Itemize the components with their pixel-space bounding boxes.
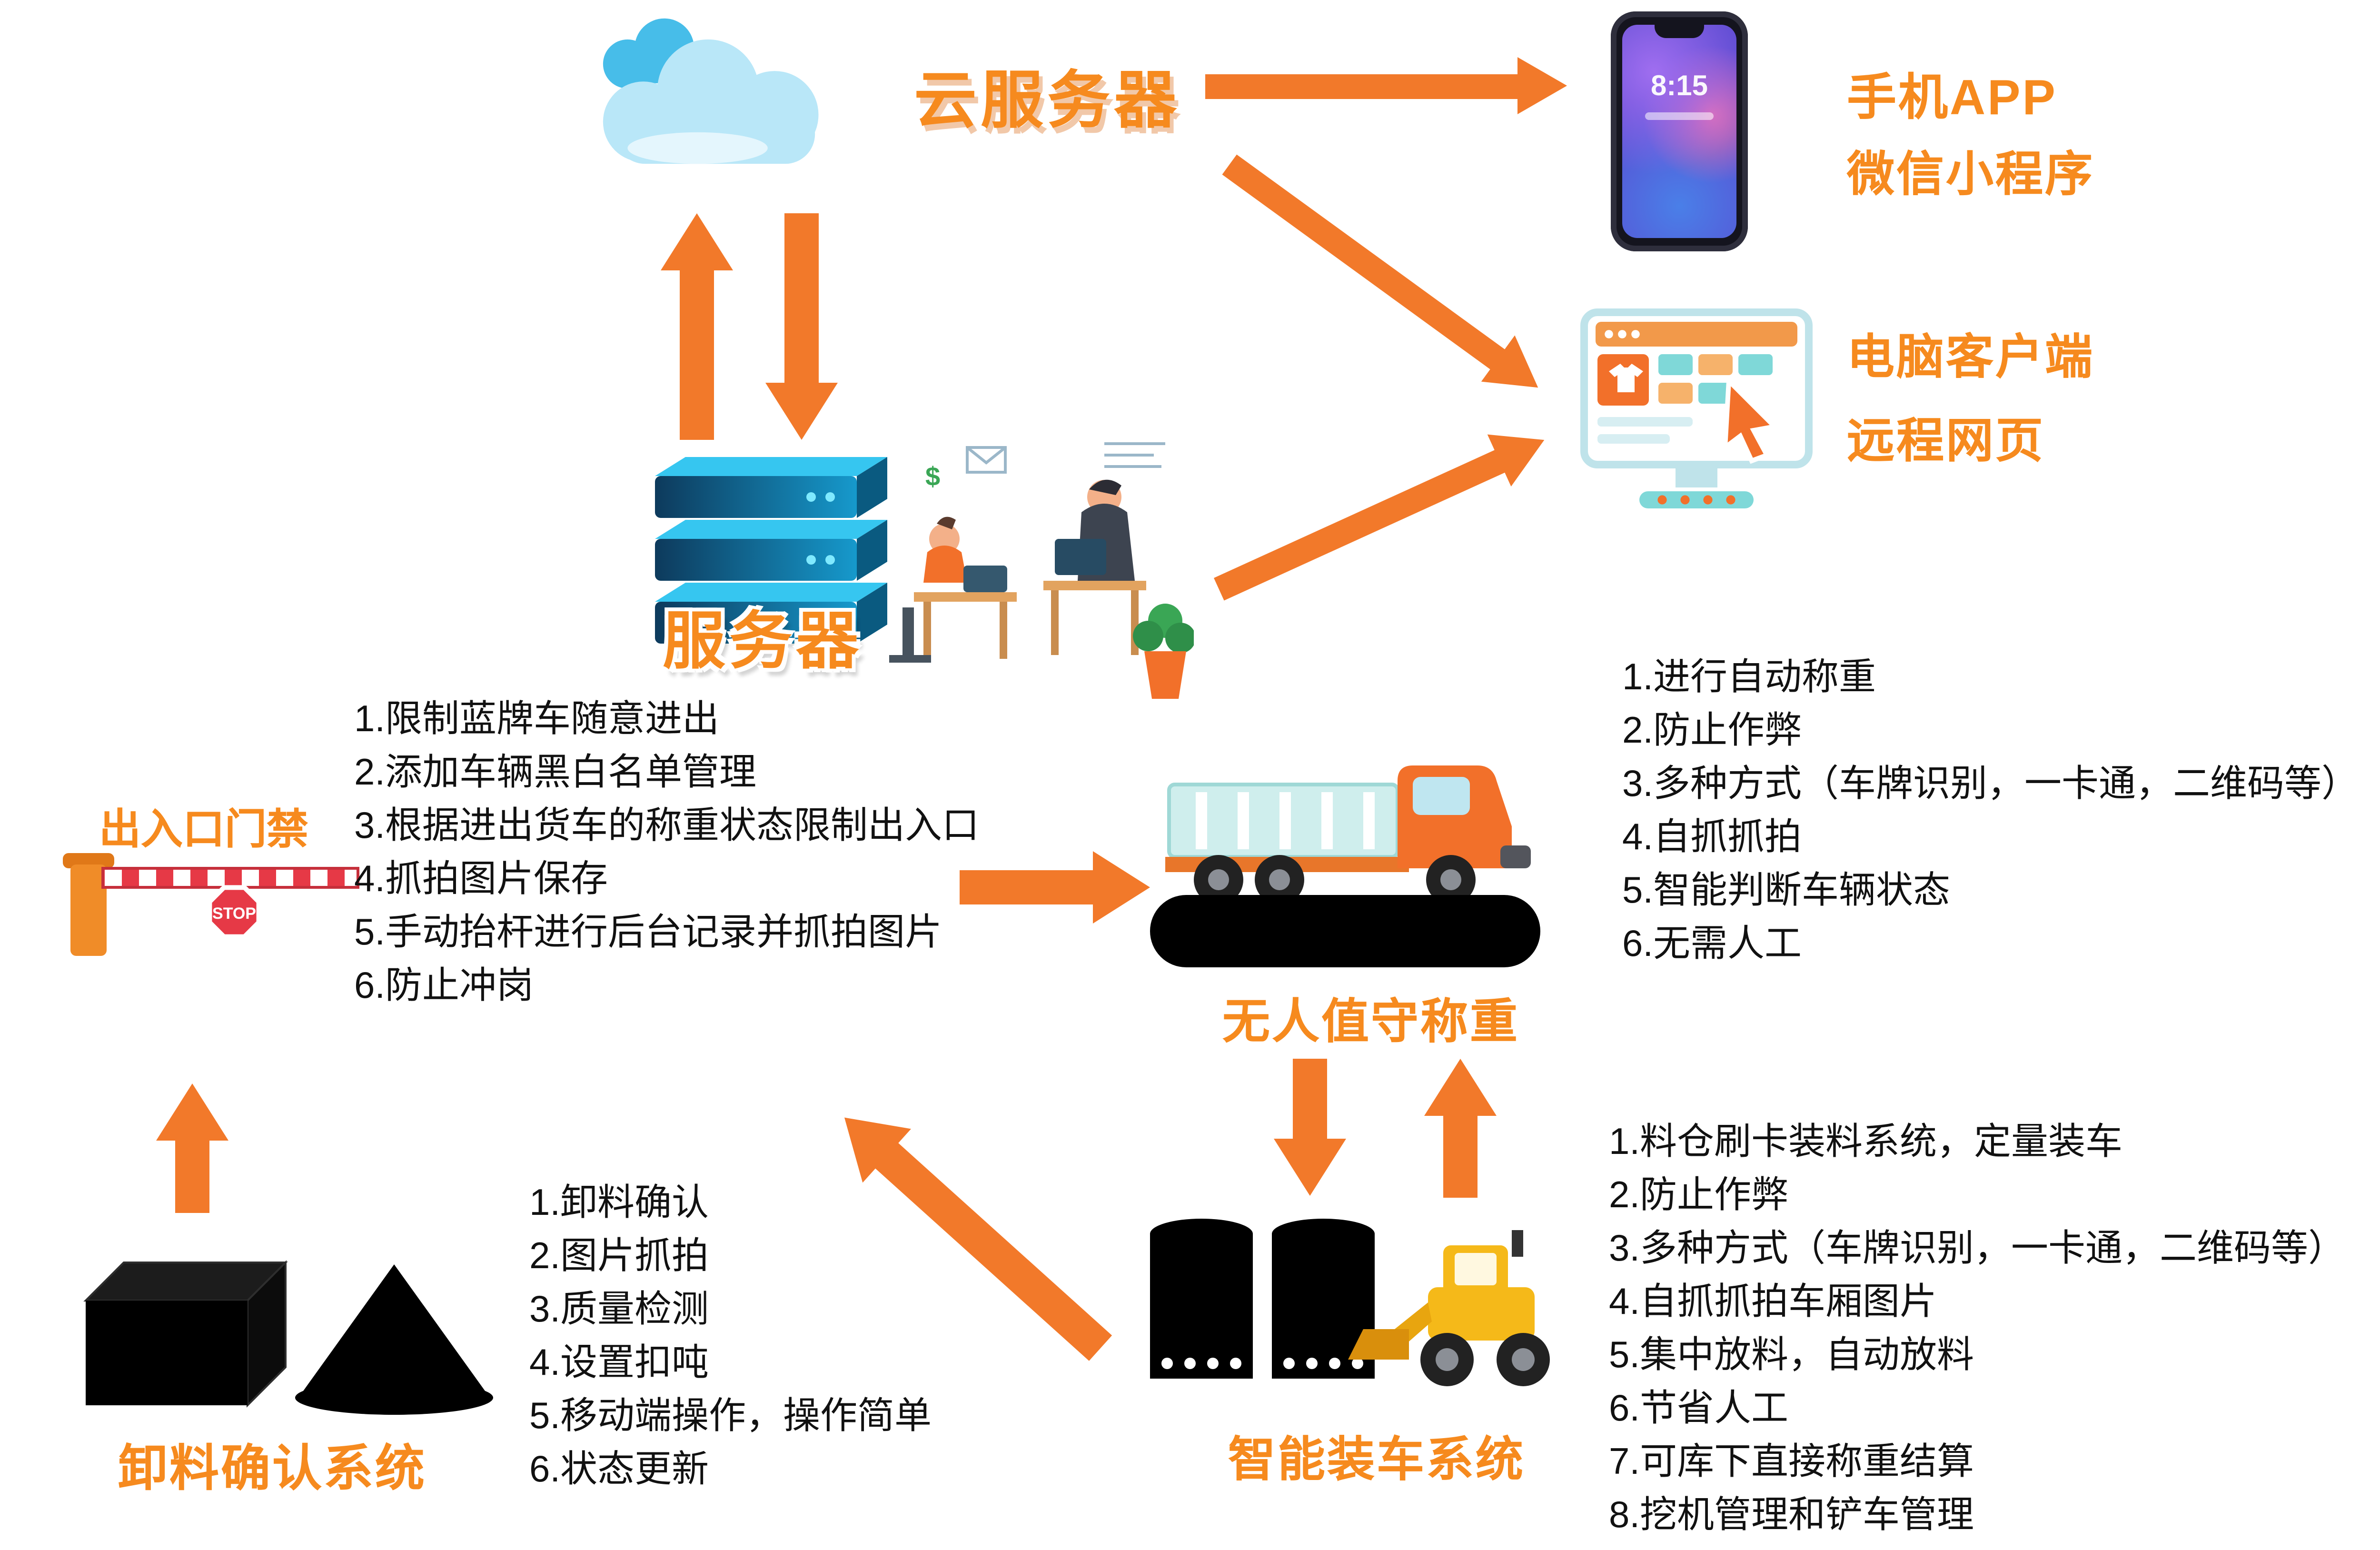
list-item: 6.无需人工	[1622, 924, 1802, 965]
server-icon	[655, 457, 887, 644]
truck-icon	[1165, 765, 1531, 904]
gate-title: 出入口门禁	[99, 805, 309, 853]
unloading-shapes-icon	[83, 1260, 493, 1415]
list-item: 2.防止作弊	[1622, 710, 1802, 752]
server-title: 服务器	[663, 606, 863, 676]
svg-text:$: $	[925, 461, 940, 491]
list-item: 6.节省人工	[1609, 1388, 1789, 1430]
monitor-icon	[1580, 308, 1813, 508]
mobile-app-label: 手机APP	[1847, 69, 2057, 126]
loader-icon	[1348, 1230, 1550, 1386]
list-item: 7.可库下直接称重结算	[1609, 1441, 1974, 1483]
list-item: 4.自抓抓拍车厢图片	[1609, 1282, 1937, 1323]
arrow-cloud-to-computer	[1222, 153, 1555, 411]
list-item: 4.自抓抓拍	[1622, 817, 1802, 859]
arrow-server-to-computer	[1213, 414, 1557, 600]
list-item: 2.添加车辆黑白名单管理	[354, 752, 757, 794]
smartphone-icon: 8:15	[1611, 11, 1748, 251]
list-item: 2.图片抓拍	[529, 1236, 709, 1278]
svg-text:STOP: STOP	[212, 904, 256, 923]
office-people-illustration: $	[889, 442, 1194, 699]
list-item: 6.状态更新	[529, 1449, 709, 1491]
phone-notch	[1655, 25, 1704, 38]
silo-icon	[1150, 1219, 1253, 1379]
weighbridge-title: 无人值守称重	[1222, 996, 1520, 1049]
unloading-feature-list: 1.卸料确认 2.图片抓拍 3.质量检测 4.设置扣吨 5.移动端操作，操作简单 6.状态…	[529, 1177, 932, 1497]
list-item: 6.防止冲岗	[354, 965, 534, 1007]
wechat-miniprogram-label: 微信小程序	[1847, 149, 2095, 202]
list-item: 8.挖机管理和铲车管理	[1609, 1495, 1974, 1537]
list-item: 3.质量检测	[529, 1289, 709, 1331]
list-item: 5.智能判断车辆状态	[1622, 870, 1951, 912]
list-item: 1.限制蓝牌车随意进出	[354, 699, 720, 741]
cloud-icon	[603, 18, 819, 164]
barrier-gate-icon: STOP	[63, 853, 359, 956]
list-item: 5.集中放料，自动放料	[1609, 1335, 1974, 1377]
list-item: 3.多种方式（车牌识别，一卡通，二维码等）	[1609, 1228, 2346, 1270]
list-item: 1.卸料确认	[529, 1182, 709, 1224]
stop-sign: STOP	[207, 885, 261, 939]
list-item: 3.根据进出货车的称重状态限制出入口	[354, 805, 980, 847]
phone-screen: 8:15	[1622, 25, 1736, 238]
cube-icon	[83, 1260, 288, 1408]
cone-icon	[295, 1264, 493, 1415]
list-item: 2.防止作弊	[1609, 1175, 1789, 1217]
loading-feature-list: 1.料仓刷卡装料系统，定量装车 2.防止作弊 3.多种方式（车牌识别，一卡通，二维码…	[1609, 1116, 2345, 1542]
unloading-system-title: 卸料确认系统	[118, 1440, 427, 1497]
list-item: 1.进行自动称重	[1622, 657, 1876, 699]
weighing-feature-list: 1.进行自动称重 2.防止作弊 3.多种方式（车牌识别，一卡通，二维码等） 4.自抓抓…	[1622, 651, 2359, 971]
pc-client-label: 电脑客户端	[1847, 331, 2095, 385]
silos-and-loader-icon	[1150, 1219, 1550, 1386]
list-item: 4.设置扣吨	[529, 1342, 709, 1384]
loading-system-title: 智能装车系统	[1228, 1434, 1526, 1487]
list-item: 5.移动端操作，操作简单	[529, 1396, 932, 1438]
list-item: 1.料仓刷卡装料系统，定量装车	[1609, 1122, 2123, 1163]
list-item: 5.手动抬杆进行后台记录并抓拍图片	[354, 912, 942, 954]
phone-clock: 8:15	[1650, 70, 1708, 103]
list-item: 4.抓拍图片保存	[354, 859, 608, 901]
cloud-server-title: 云服务器	[914, 65, 1180, 135]
list-item: 3.多种方式（车牌识别，一卡通，二维码等）	[1622, 764, 2359, 805]
gate-feature-list: 1.限制蓝牌车随意进出 2.添加车辆黑白名单管理 3.根据进出货车的称重状态限制出入…	[354, 693, 979, 1013]
remote-web-label: 远程网页	[1847, 415, 2045, 468]
weighbridge-platform	[1150, 895, 1540, 967]
phone-subline	[1645, 112, 1714, 120]
